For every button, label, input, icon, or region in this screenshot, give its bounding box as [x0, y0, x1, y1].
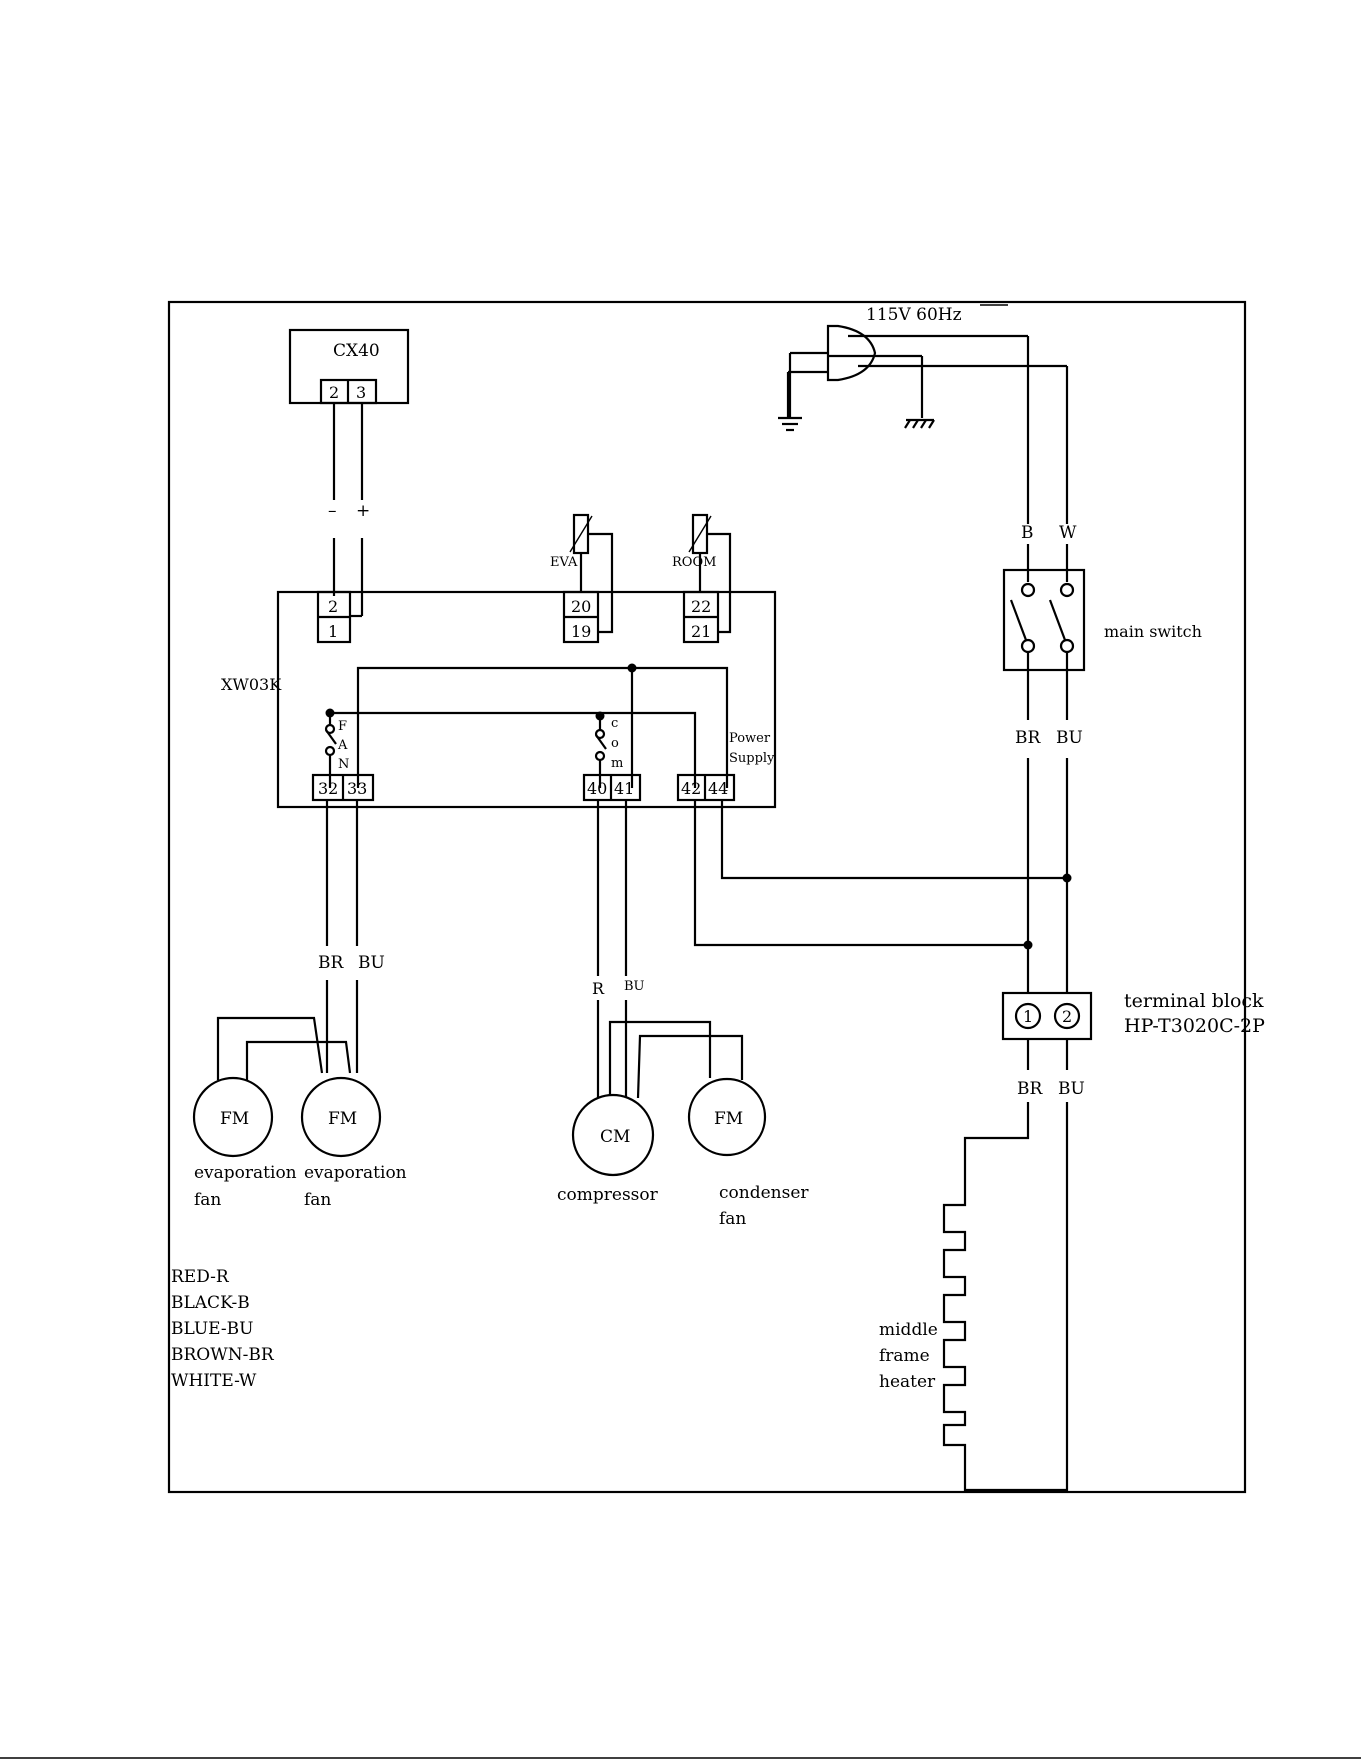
terminal-pin-2: 2	[1062, 1007, 1072, 1026]
power-label: 115V 60Hz	[866, 305, 962, 325]
terminal-block	[1003, 993, 1091, 1039]
condenser-fan-label-2: fan	[719, 1209, 746, 1229]
cx40-label: CX40	[333, 341, 380, 361]
fan-relay	[326, 713, 336, 788]
polarity-minus: –	[328, 501, 337, 521]
middle-frame-heater	[944, 1102, 1067, 1490]
main-switch	[1004, 570, 1084, 670]
terminal-block-label-1: terminal block	[1124, 990, 1264, 1012]
terminal-out-left: BR	[1017, 1079, 1043, 1099]
evap-fan-1-label-1: evaporation	[194, 1163, 297, 1183]
terminal-out-right: BU	[1058, 1079, 1085, 1099]
legend-item: WHITE-W	[171, 1371, 257, 1391]
evap-fan-1-symbol: FM	[220, 1109, 249, 1129]
legend-item: BROWN-BR	[171, 1345, 275, 1365]
pin-1: 1	[328, 622, 338, 641]
diagram-frame	[169, 302, 1245, 1492]
main-switch-out-left: BR	[1015, 728, 1041, 748]
evap-fan-2-label-1: evaporation	[304, 1163, 407, 1183]
main-switch-in-left: B	[1021, 523, 1034, 543]
com-relay-letter-m: m	[611, 756, 623, 771]
room-label: ROOM	[672, 555, 716, 570]
heater-label-1: middle	[879, 1320, 938, 1340]
main-switch-label: main switch	[1104, 622, 1202, 641]
pin-44: 44	[708, 779, 728, 798]
pin-21: 21	[691, 622, 711, 641]
main-switch-in-right: W	[1059, 523, 1077, 543]
compressor-relay	[596, 716, 606, 788]
pin-40: 40	[587, 779, 607, 798]
condenser-fan-symbol: FM	[714, 1109, 743, 1129]
main-switch-out-right: BU	[1056, 728, 1083, 748]
comp-wire-left: R	[592, 979, 605, 998]
xw03k-label: XW03K	[221, 675, 282, 694]
pin-42: 42	[681, 779, 701, 798]
power-supply-label-2: Supply	[729, 751, 775, 766]
pin-22: 22	[691, 597, 711, 616]
polarity-plus: +	[356, 501, 370, 521]
compressor-symbol: CM	[600, 1127, 630, 1147]
cx40-pin-3: 3	[356, 383, 366, 402]
color-legend: RED-R BLACK-B BLUE-BU BROWN-BR WHITE-W	[171, 1267, 275, 1391]
condenser-fan-label-1: condenser	[719, 1183, 809, 1203]
pin-32: 32	[318, 779, 338, 798]
com-relay-letter-o: o	[611, 736, 619, 751]
chassis-ground-symbol	[905, 420, 934, 428]
fan-relay-letter-a: A	[337, 738, 348, 753]
evap-fan-2-label-2: fan	[304, 1190, 331, 1210]
pin-19: 19	[571, 622, 591, 641]
fan-wire-right: BU	[358, 953, 385, 973]
heater-label-2: frame	[879, 1346, 930, 1366]
fan-relay-letter-n: N	[338, 757, 349, 772]
legend-item: RED-R	[171, 1267, 230, 1287]
compressor-label: compressor	[557, 1185, 659, 1205]
cx40-pin-2: 2	[329, 383, 339, 402]
power-plug	[788, 326, 1067, 418]
heater-label-3: heater	[879, 1372, 936, 1392]
comp-wire-right: BU	[624, 979, 645, 994]
evap-fan-1-label-2: fan	[194, 1190, 221, 1210]
legend-item: BLUE-BU	[171, 1319, 253, 1339]
terminal-block-label-2: HP-T3020C-2P	[1124, 1015, 1265, 1037]
com-relay-letter-c: c	[611, 716, 618, 731]
pin-20: 20	[571, 597, 591, 616]
terminal-pin-1: 1	[1023, 1007, 1033, 1026]
pin-33: 33	[347, 779, 367, 798]
pin-41: 41	[614, 779, 634, 798]
eva-label: EVA	[550, 555, 578, 570]
evap-fan-2-symbol: FM	[328, 1109, 357, 1129]
ground-symbol	[778, 418, 802, 430]
pin-2: 2	[328, 597, 338, 616]
power-supply-label-1: Power	[729, 731, 771, 746]
legend-item: BLACK-B	[171, 1293, 250, 1313]
fan-relay-letter-f: F	[338, 719, 347, 734]
fan-wire-left: BR	[318, 953, 344, 973]
